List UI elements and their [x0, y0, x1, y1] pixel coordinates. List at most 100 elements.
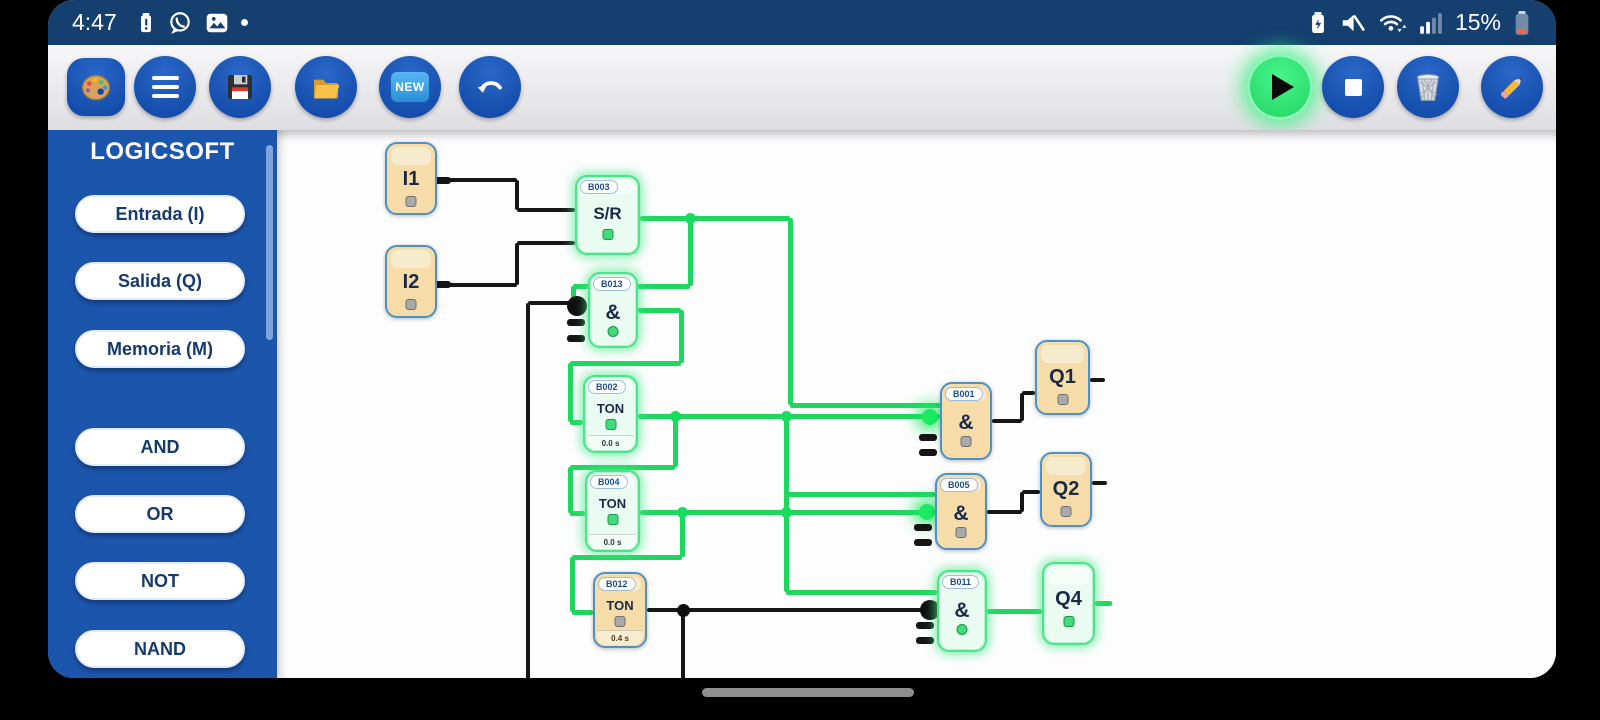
- junction-dot: [919, 504, 935, 520]
- state-indicator: [405, 196, 417, 207]
- wire-segment: [987, 608, 1042, 614]
- wire-segment: [790, 402, 940, 408]
- battery-percent: 15%: [1454, 9, 1501, 35]
- sidebar-item-and[interactable]: AND: [75, 428, 245, 466]
- wire-segment: [514, 180, 520, 210]
- cell-signal-icon: [1420, 12, 1442, 34]
- timer-value: 0.0 s: [589, 534, 636, 549]
- junction-dot: [676, 506, 688, 518]
- block-label: TON: [598, 496, 627, 511]
- run-button[interactable]: [1247, 54, 1313, 120]
- sidebar-item-memoria[interactable]: Memoria (M): [75, 330, 245, 368]
- wire-segment: [1022, 489, 1040, 495]
- block-B013[interactable]: B013 &: [588, 272, 638, 348]
- app-window: 4:47: [48, 0, 1556, 678]
- wire-segment: [572, 554, 682, 560]
- block-tag: B012: [598, 577, 636, 591]
- wire-segment: [783, 416, 789, 592]
- battery-notification-icon: [140, 12, 151, 32]
- app-title: LOGICSOFT: [90, 138, 235, 165]
- sidebar-item-salida[interactable]: Salida (Q): [75, 262, 245, 300]
- wire-segment: [672, 416, 678, 467]
- block-label: Q4: [1055, 588, 1082, 610]
- state-indicator: [607, 514, 618, 525]
- block-Q4[interactable]: Q4: [1042, 562, 1095, 645]
- timer-value: 0.0 s: [587, 435, 634, 450]
- block-Q1[interactable]: Q1: [1035, 340, 1090, 415]
- connector-stub: [916, 622, 934, 629]
- clock: 4:47: [72, 9, 117, 35]
- wire-segment: [567, 363, 573, 422]
- block-tag: B013: [593, 277, 631, 291]
- block-Q2[interactable]: Q2: [1040, 452, 1092, 527]
- sidebar-item-or[interactable]: OR: [75, 495, 245, 533]
- block-I1[interactable]: I1: [385, 142, 437, 215]
- junction-dot: [920, 600, 940, 620]
- trash-icon: [1416, 74, 1440, 101]
- block-label: S/R: [593, 204, 622, 223]
- status-right: 15%: [1308, 9, 1532, 37]
- sidebar-item-nand[interactable]: NAND: [75, 630, 245, 668]
- junction-dot: [669, 410, 681, 422]
- wire-segment: [647, 607, 937, 613]
- block-label: TON: [606, 598, 634, 613]
- menu-button[interactable]: [134, 56, 196, 118]
- wire-segment: [787, 218, 793, 405]
- folder-icon: [314, 79, 340, 99]
- wire-segment: [528, 300, 573, 306]
- block-B001[interactable]: B001&: [940, 382, 992, 460]
- wire-segment: [640, 215, 790, 221]
- undo-button[interactable]: [459, 56, 521, 118]
- block-tag: B011: [942, 575, 980, 589]
- block-B011[interactable]: B011&: [937, 570, 987, 652]
- battery-low-icon: [1515, 10, 1529, 35]
- block-B005[interactable]: B005&: [935, 473, 987, 550]
- block-label: &: [958, 411, 974, 434]
- block-label: TON: [596, 401, 625, 416]
- wire-segment: [570, 286, 576, 302]
- gallery-icon: [206, 13, 228, 32]
- connector-stub: [916, 637, 934, 644]
- mute-icon: [1342, 14, 1365, 31]
- delete-button[interactable]: [1397, 56, 1459, 118]
- theme-palette-button[interactable]: [67, 58, 125, 116]
- save-button[interactable]: [209, 56, 271, 118]
- block-I2[interactable]: I2: [385, 245, 437, 318]
- play-icon: [1271, 74, 1294, 100]
- wire-segment: [437, 177, 517, 183]
- stop-button[interactable]: [1322, 56, 1384, 118]
- wire-segment: [786, 589, 937, 595]
- wire-segment: [1092, 480, 1107, 486]
- block-label: Q1: [1049, 366, 1076, 388]
- connector-stub: [919, 449, 937, 456]
- open-folder-button[interactable]: [295, 56, 357, 118]
- sidebar-scrollbar[interactable]: [266, 145, 273, 340]
- wire-segment: [987, 509, 1022, 515]
- sidebar-item-entrada[interactable]: Entrada (I): [75, 195, 245, 233]
- junction-dot: [780, 506, 792, 518]
- edit-button[interactable]: [1481, 56, 1543, 118]
- undo-icon: [477, 81, 502, 93]
- wire-segment: [1095, 600, 1112, 606]
- gesture-handle[interactable]: [702, 688, 914, 697]
- sidebar-item-not[interactable]: NOT: [75, 562, 245, 600]
- junction-dot: [676, 603, 690, 617]
- new-file-button[interactable]: NEW: [379, 56, 441, 118]
- status-bar: 4:47: [48, 0, 1556, 45]
- toolbar: NEW: [48, 45, 1556, 130]
- state-indicator: [607, 326, 619, 337]
- wire-segment: [437, 282, 517, 288]
- state-indicator: [605, 419, 616, 430]
- junction-dot: [780, 410, 792, 422]
- state-indicator: [602, 229, 613, 240]
- state-indicator: [1057, 394, 1068, 405]
- sidebar: LOGICSOFT Entrada (I) Salida (Q) Memoria…: [48, 130, 277, 678]
- block-label: &: [605, 301, 621, 324]
- state-indicator: [405, 299, 417, 310]
